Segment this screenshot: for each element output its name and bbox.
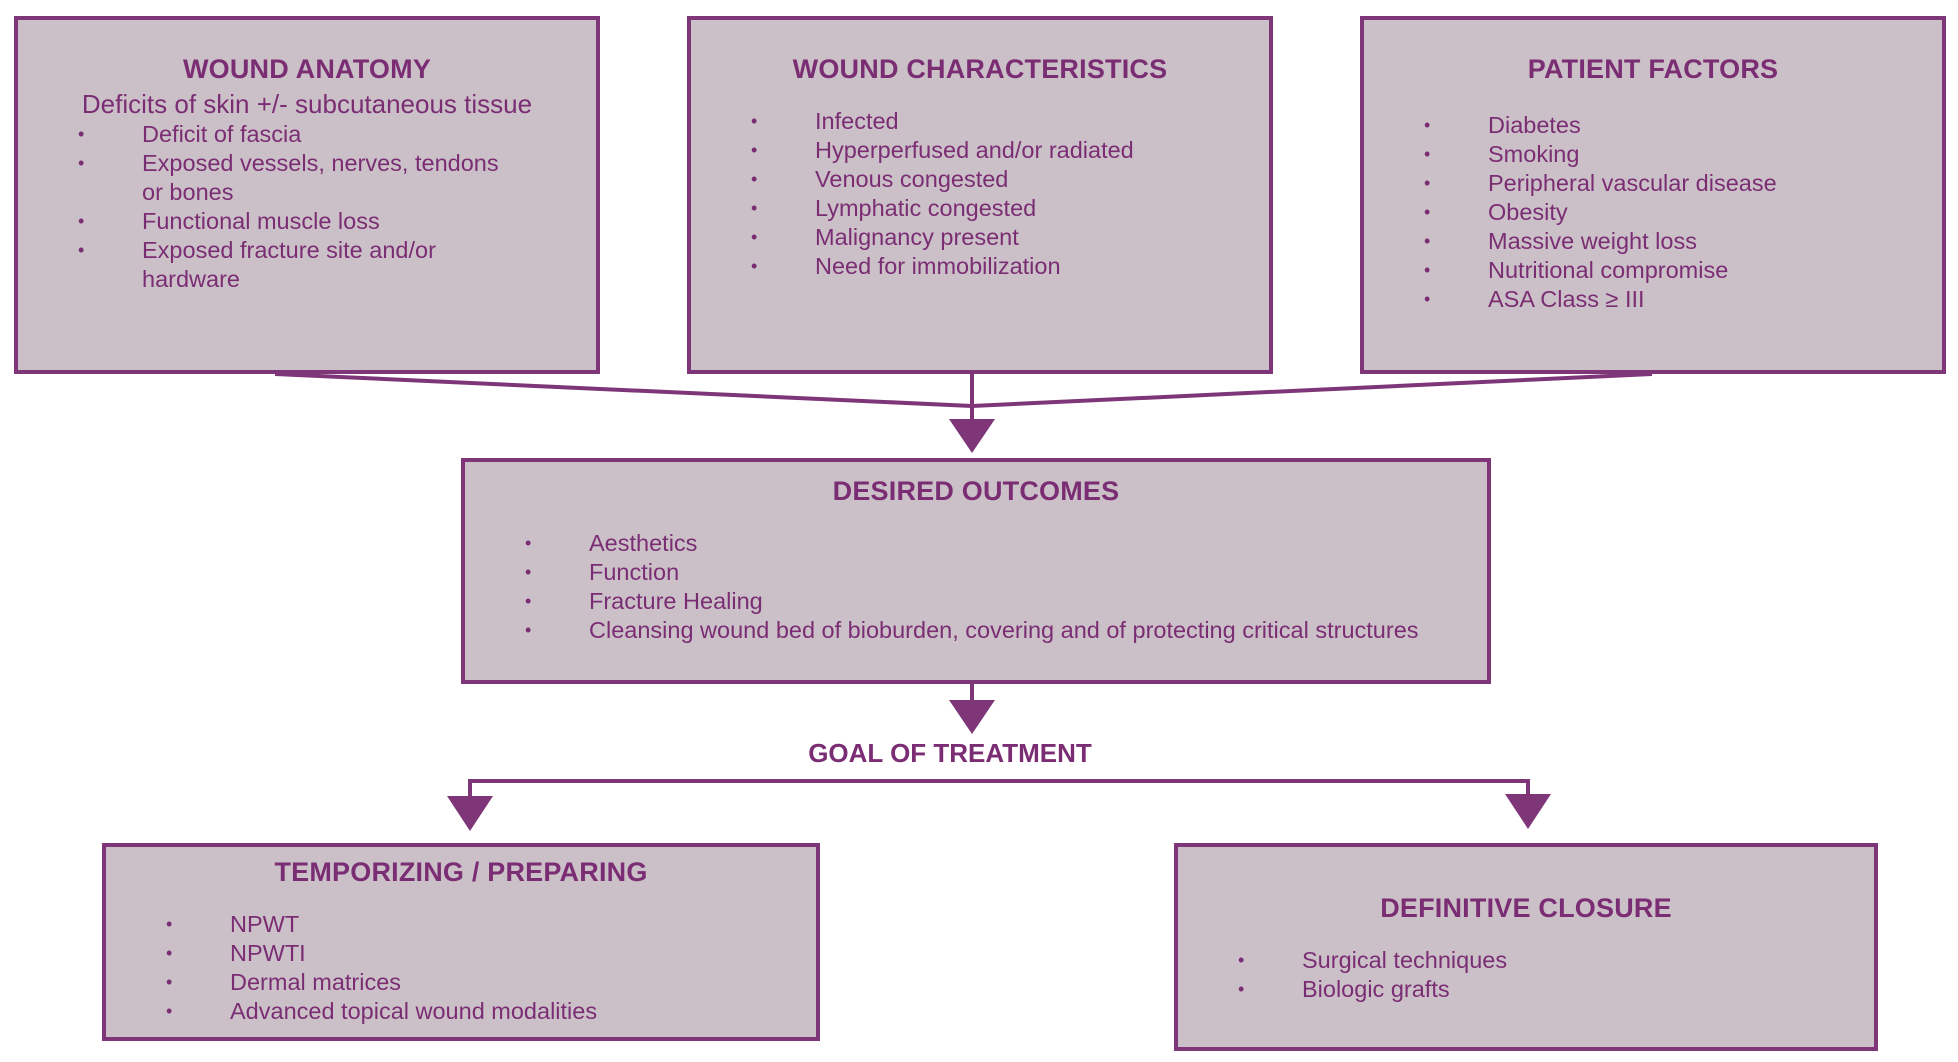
list-item: •Function — [525, 559, 680, 585]
connector-branch — [468, 779, 1530, 812]
connector-anatomy — [274, 372, 973, 408]
list-item: •NPWTI — [166, 940, 306, 966]
wound-characteristics-list: •Infected •Hyperperfused and/or radiated… — [691, 107, 1269, 281]
bullet-icon: • — [751, 111, 758, 131]
definitive-closure-box: DEFINITIVE CLOSURE •Surgical techniques … — [1174, 843, 1878, 1051]
wound-anatomy-list: •Deficit of fascia •Exposed vessels, ner… — [18, 120, 596, 294]
bullet-icon: • — [751, 140, 758, 160]
bullet-icon: • — [525, 591, 532, 611]
list-item: •Need for immobilization — [751, 253, 1061, 279]
bullet-icon: • — [1424, 289, 1431, 309]
bullet-icon: • — [1424, 202, 1431, 222]
list-item: •Diabetes — [1424, 112, 1581, 138]
bullet-icon: • — [1424, 260, 1431, 280]
desired-outcomes-title: DESIRED OUTCOMES — [832, 476, 1120, 506]
list-item: •Malignancy present — [751, 224, 1019, 250]
temporizing-box: TEMPORIZING / PREPARING •NPWT •NPWTI •De… — [102, 843, 820, 1041]
list-item: •Aesthetics — [525, 530, 698, 556]
bullet-icon: • — [78, 153, 85, 173]
bullet-icon: • — [1238, 979, 1245, 999]
wound-anatomy-title: WOUND ANATOMY — [182, 54, 432, 84]
list-item: •Advanced topical wound modalities — [166, 998, 598, 1024]
list-item: •NPWT — [166, 911, 300, 937]
list-item: •Hyperperfused and/or radiated — [751, 137, 1134, 163]
wound-anatomy-box: WOUND ANATOMY Deficits of skin +/- subcu… — [14, 16, 600, 374]
wound-anatomy-subtitle: Deficits of skin +/- subcutaneous tissue — [81, 89, 533, 119]
definitive-closure-title: DEFINITIVE CLOSURE — [1380, 893, 1672, 923]
bullet-icon: • — [751, 169, 758, 189]
list-item: •Biologic grafts — [1238, 976, 1450, 1002]
bullet-icon: • — [1424, 173, 1431, 193]
list-item: •Peripheral vascular disease — [1424, 170, 1777, 196]
desired-outcomes-list: •Aesthetics •Function •Fracture Healing … — [465, 529, 1487, 645]
bullet-icon: • — [525, 562, 532, 582]
list-item: •ASA Class ≥ III — [1424, 286, 1645, 312]
list-item: •Lymphatic congested — [751, 195, 1037, 221]
desired-outcomes-box: DESIRED OUTCOMES •Aesthetics •Function •… — [461, 458, 1491, 684]
list-item: •Smoking — [1424, 141, 1580, 167]
goal-of-treatment-label: GOAL OF TREATMENT — [808, 738, 1092, 768]
bullet-icon: • — [166, 914, 173, 934]
bullet-icon: • — [1424, 115, 1431, 135]
list-item: •Dermal matrices — [166, 969, 402, 995]
bullet-icon: • — [166, 1001, 173, 1021]
arrow-to-definitive — [1505, 794, 1551, 829]
arrow-to-outcomes — [949, 419, 995, 453]
list-item: •Fracture Healing — [525, 588, 763, 614]
connector-patient — [971, 372, 1653, 408]
patient-factors-box: PATIENT FACTORS •Diabetes •Smoking •Peri… — [1360, 16, 1946, 374]
bullet-icon: • — [78, 240, 85, 260]
bullet-icon: • — [751, 227, 758, 247]
list-item: •Venous congested — [751, 166, 1009, 192]
list-item: •Obesity — [1424, 199, 1568, 225]
arrow-to-goal — [949, 700, 995, 734]
bullet-icon: • — [78, 211, 85, 231]
bullet-icon: • — [525, 533, 532, 553]
bullet-icon: • — [751, 256, 758, 276]
list-item: •Infected — [751, 108, 899, 134]
bullet-icon: • — [1238, 950, 1245, 970]
list-item: •Cleansing wound bed of bioburden, cover… — [525, 617, 1419, 643]
list-item: •Exposed vessels, nerves, tendons or bon… — [78, 150, 499, 205]
definitive-closure-list: •Surgical techniques •Biologic grafts — [1178, 946, 1874, 1004]
wound-characteristics-title: WOUND CHARACTERISTICS — [792, 54, 1168, 84]
bullet-icon: • — [1424, 231, 1431, 251]
patient-factors-title: PATIENT FACTORS — [1527, 54, 1779, 84]
bullet-icon: • — [78, 124, 85, 144]
bullet-icon: • — [166, 972, 173, 992]
temporizing-title: TEMPORIZING / PREPARING — [274, 857, 648, 887]
bullet-icon: • — [1424, 144, 1431, 164]
bullet-icon: • — [166, 943, 173, 963]
bullet-icon: • — [525, 620, 532, 640]
list-item: •Surgical techniques — [1238, 947, 1508, 973]
list-item: •Exposed fracture site and/or hardware — [78, 237, 436, 292]
list-item: •Functional muscle loss — [78, 208, 380, 234]
wound-characteristics-box: WOUND CHARACTERISTICS •Infected •Hyperpe… — [687, 16, 1273, 374]
bullet-icon: • — [751, 198, 758, 218]
list-item: •Massive weight loss — [1424, 228, 1697, 254]
temporizing-list: •NPWT •NPWTI •Dermal matrices •Advanced … — [106, 910, 816, 1026]
patient-factors-list: •Diabetes •Smoking •Peripheral vascular … — [1364, 111, 1942, 314]
arrow-to-temporizing — [447, 796, 493, 831]
list-item: •Deficit of fascia — [78, 121, 302, 147]
list-item: •Nutritional compromise — [1424, 257, 1729, 283]
